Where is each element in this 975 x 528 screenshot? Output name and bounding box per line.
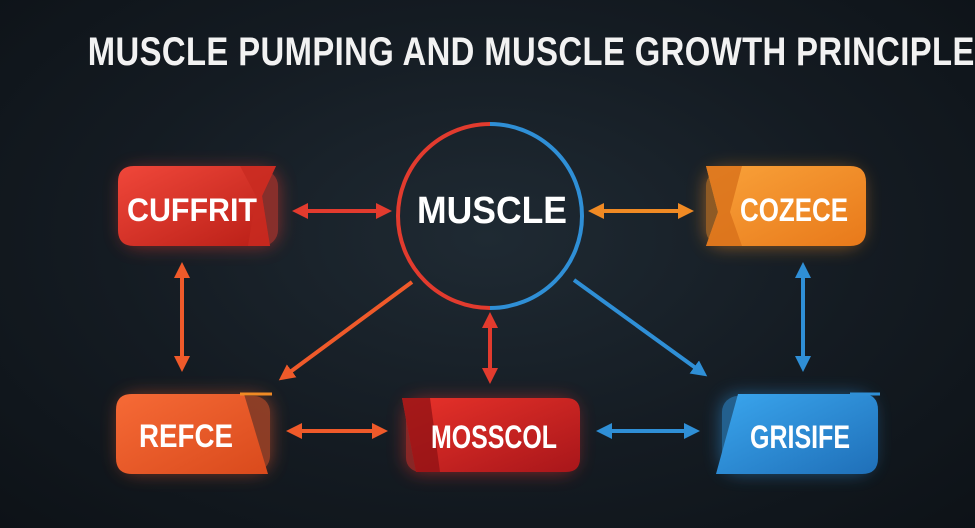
circle-right-half bbox=[489, 122, 584, 310]
cozece-accent bbox=[706, 166, 742, 246]
diagram-title: MUSCLE PUMPING AND MUSCLE GROWTH PRINCIP… bbox=[87, 30, 975, 74]
node-center: MUSCLE bbox=[396, 122, 584, 310]
mosscol-accent bbox=[402, 398, 440, 472]
mosscol-box bbox=[402, 398, 580, 472]
arrow-muscle-refce bbox=[278, 280, 414, 381]
circle-left-half bbox=[396, 122, 491, 310]
node-cozece: COZECE bbox=[706, 166, 866, 246]
node-refce: REFCE bbox=[116, 392, 272, 474]
cuffrit-box bbox=[118, 166, 276, 246]
mosscol-label: MOSSCOL bbox=[431, 419, 557, 455]
grisife-label: GRISIFE bbox=[750, 419, 850, 455]
refce-label: REFCE bbox=[139, 418, 233, 454]
cuffrit-accent bbox=[240, 166, 276, 246]
arrow-muscle-grisife bbox=[572, 278, 708, 377]
cozece-box bbox=[706, 166, 866, 246]
refce-box bbox=[116, 394, 268, 474]
connectors bbox=[174, 203, 811, 439]
cuffrit-label: CUFFRIT bbox=[127, 192, 257, 228]
center-label: MUSCLE bbox=[417, 190, 567, 232]
node-grisife: GRISIFE bbox=[716, 392, 880, 474]
node-cuffrit: CUFFRIT bbox=[118, 166, 278, 246]
grisife-box bbox=[716, 394, 878, 474]
cozece-label: COZECE bbox=[740, 192, 848, 228]
node-mosscol: MOSSCOL bbox=[402, 398, 580, 472]
